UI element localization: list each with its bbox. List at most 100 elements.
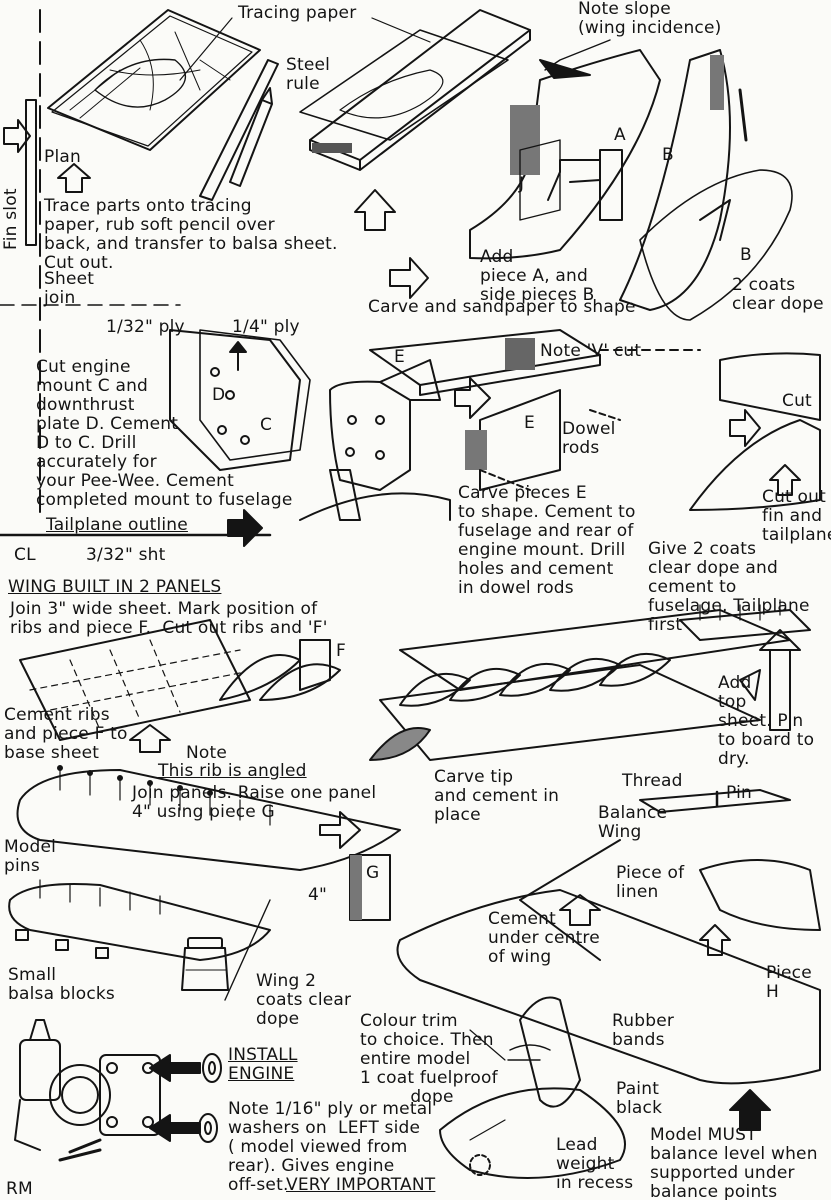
engine-mount-pieces	[169, 329, 311, 471]
pencil	[229, 87, 273, 187]
label-thread: Thread	[622, 771, 683, 791]
label-ply-132: 1/32" ply	[106, 317, 185, 337]
add-top-arrow	[759, 629, 801, 731]
tailplane-arrow	[227, 509, 263, 547]
fuselage-outline-front	[299, 492, 451, 521]
label-rib-angled: This rib is angled	[158, 761, 307, 781]
wing-base-sheet	[19, 619, 251, 741]
leader-lines	[469, 1029, 506, 1141]
tracing-leader	[179, 17, 233, 81]
label-cut: Cut	[782, 391, 812, 411]
label-piece-e-2: E	[524, 413, 535, 433]
engine-arrows	[149, 1053, 222, 1143]
dope-jar	[181, 937, 229, 991]
label-note-slope: Note slope (wing incidence)	[578, 0, 722, 38]
engine-mount-assembled	[329, 359, 441, 491]
label-engine-mount: Cut engine mount C and downthrust plate …	[36, 357, 293, 510]
label-paint-black: Paint black	[616, 1079, 663, 1118]
steel-rule	[199, 59, 279, 201]
join-arrow	[319, 811, 361, 849]
linen-arrow	[559, 894, 601, 926]
transfer-arrow	[354, 189, 396, 231]
slope-arrowhead	[539, 59, 591, 79]
label-initials: RM	[6, 1179, 33, 1199]
label-piece-a: A	[614, 125, 626, 145]
cut-out-arrow	[389, 257, 429, 299]
label-piece-f: F	[336, 641, 346, 661]
label-piece-b-2: B	[740, 245, 752, 265]
label-cut-out-fin: Cut out fin and tailplane.	[762, 487, 831, 545]
label-trace-instructions: Trace parts onto tracing paper, rub soft…	[44, 196, 338, 273]
wing-panel-blocks	[8, 879, 271, 961]
top-sheet-arrow	[739, 669, 761, 701]
plan-sheets	[47, 9, 261, 151]
label-join-panels: Join panels. Raise one panel 4" using pi…	[132, 783, 377, 822]
label-piece-g: G	[366, 863, 380, 883]
piece-b-arrow	[699, 199, 731, 241]
label-piece-of-linen: Piece of linen	[616, 863, 685, 902]
fin-tailplane	[689, 352, 821, 511]
label-rubber-bands: Rubber bands	[612, 1011, 675, 1050]
label-two-coats: 2 coats clear dope	[732, 275, 824, 314]
fin-slot-strip	[25, 99, 37, 246]
label-add-pieces: Add piece A, and side pieces B	[480, 247, 595, 305]
dope-brush	[224, 899, 271, 1001]
tracing-paper-leader	[371, 17, 431, 43]
label-piece-b-1: B	[662, 145, 674, 165]
wing-ribs-left	[219, 639, 341, 701]
label-note-rib: Note	[186, 743, 228, 763]
wing-joined-pinned	[16, 765, 401, 871]
piece-h-arrow	[699, 924, 731, 956]
label-tracing-paper: Tracing paper	[238, 3, 357, 23]
balance-arrow	[519, 839, 621, 961]
model-airplane	[396, 859, 821, 1179]
label-join-sheet: Join 3" wide sheet. Mark position of rib…	[10, 599, 328, 638]
fuselage-side-right	[619, 49, 793, 321]
label-sheet-332: 3/32" sht	[86, 545, 166, 565]
label-install-engine: INSTALL ENGINE	[228, 1045, 298, 1084]
tailplane-pinned	[679, 599, 811, 641]
wing-ribs-right	[369, 652, 761, 761]
label-piece-d: D	[212, 385, 226, 405]
label-ply-14: 1/4" ply	[232, 317, 300, 337]
label-piece-e-1: E	[394, 347, 405, 367]
label-piece-c: C	[260, 415, 273, 435]
piece-a-arrow	[547, 159, 601, 201]
label-model-pins: Model pins	[4, 837, 57, 876]
label-tailplane-outline: Tailplane outline	[46, 515, 188, 535]
label-pin: Pin	[726, 783, 752, 803]
balance-point-arrow	[729, 1089, 771, 1131]
balsa-sheet	[299, 9, 531, 171]
label-very-important: VERY IMPORTANT	[286, 1175, 436, 1195]
label-piece-j: J	[519, 174, 525, 194]
fuselage-side-left	[469, 49, 661, 260]
label-carve-pieces-e: Carve pieces E to shape. Cement to fusel…	[458, 483, 636, 598]
label-plan: Plan	[44, 147, 81, 167]
label-cement-ribs: Cement ribs and piece F to base sheet	[4, 705, 128, 763]
balance-wing	[639, 789, 791, 813]
label-small-blocks: Small balsa blocks	[8, 965, 115, 1004]
label-washers-note: Note 1/16" ply or metal washers on LEFT …	[228, 1099, 433, 1195]
plan-arrow	[57, 163, 91, 193]
fuselage-front-block	[369, 329, 621, 491]
label-give-two-coats: Give 2 coats clear dope and cement to fu…	[648, 539, 810, 635]
label-four-inch: 4"	[308, 885, 328, 905]
piece-g-block	[349, 854, 391, 921]
engine-drawing	[14, 1019, 161, 1162]
label-wing-built: WING BUILT IN 2 PANELS	[8, 577, 222, 597]
label-dowel-rods: Dowel rods	[562, 419, 616, 458]
label-carve-shape: Carve and sandpaper to shape	[368, 297, 636, 317]
label-centre-line: CL	[14, 545, 36, 565]
label-cement-under: Cement under centre of wing	[488, 909, 600, 967]
label-note-v-cut: Note 'V' cut	[540, 341, 642, 361]
label-steel-rule: Steel rule	[286, 55, 331, 94]
cement-arrow	[129, 724, 171, 753]
label-sheet-join: Sheet join	[44, 269, 95, 308]
label-carve-tip: Carve tip and cement in place	[434, 767, 560, 825]
label-wing-dope: Wing 2 coats clear dope	[256, 971, 352, 1029]
fin-slot-arrow	[3, 119, 31, 153]
label-fin-slot: Fin slot	[1, 188, 21, 250]
mount-arrow	[329, 469, 361, 521]
label-colour-trim: Colour trim to choice. Then entire model…	[360, 1011, 498, 1107]
